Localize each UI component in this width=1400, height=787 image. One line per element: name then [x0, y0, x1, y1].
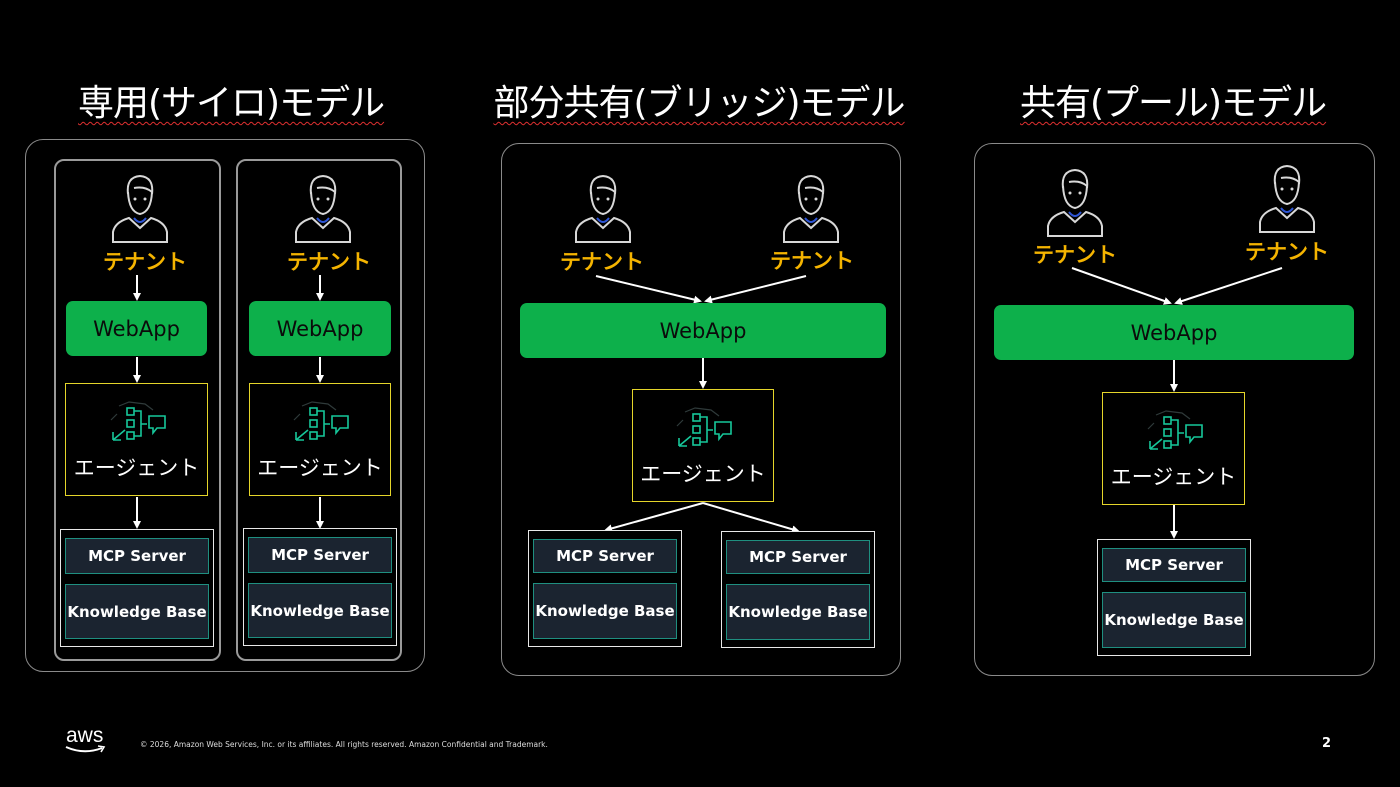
tenant-label: テナント [1245, 240, 1329, 264]
agent-label: エージェント [1110, 465, 1237, 489]
knowledge-base-box: Knowledge Base [1102, 592, 1246, 648]
agent-box: エージェント [632, 389, 774, 502]
tenant-person-icon [783, 174, 839, 243]
webapp-box: WebApp [994, 305, 1354, 360]
copyright-text: © 2026, Amazon Web Services, Inc. or its… [140, 740, 548, 749]
title-pool: 共有(プール)モデル [1020, 83, 1327, 124]
knowledge-base-box: Knowledge Base [533, 583, 677, 639]
tenant-label: テナント [770, 249, 854, 273]
tenant-person-icon [295, 174, 351, 243]
mcp-server-box: MCP Server [726, 540, 870, 574]
aws-smile-icon [65, 745, 106, 753]
knowledge-base-box: Knowledge Base [65, 584, 209, 639]
title-silo: 専用(サイロ)モデル [78, 83, 385, 124]
resource-stack: MCP Server Knowledge Base [528, 530, 682, 647]
silo-tenant-1-frame [54, 159, 221, 661]
agent-label: エージェント [640, 462, 766, 486]
agent-box: エージェント [249, 383, 391, 496]
panel-silo [25, 139, 425, 672]
tenant-label: テナント [1033, 243, 1117, 267]
title-bridge: 部分共有(ブリッジ)モデル [493, 83, 905, 124]
tenant-person-icon [1259, 164, 1315, 233]
aws-logo: aws [65, 724, 106, 753]
agent-icon [110, 401, 166, 441]
resource-stack: MCP Server Knowledge Base [60, 529, 214, 647]
resource-stack: MCP Server Knowledge Base [243, 528, 397, 646]
tenant-person-icon [112, 174, 168, 243]
agent-label: エージェント [257, 456, 383, 480]
webapp-box: WebApp [249, 301, 391, 356]
tenant-label: テナント [287, 250, 371, 274]
tenant-label: テナント [560, 250, 644, 274]
mcp-server-box: MCP Server [1102, 548, 1246, 582]
knowledge-base-box: Knowledge Base [726, 584, 870, 640]
panel-bridge [501, 143, 901, 676]
panel-pool [974, 143, 1375, 676]
mcp-server-box: MCP Server [533, 539, 677, 573]
mcp-server-box: MCP Server [65, 538, 209, 574]
mcp-server-box: MCP Server [248, 537, 392, 573]
tenant-person-icon [1047, 168, 1103, 237]
webapp-box: WebApp [520, 303, 886, 358]
agent-box: エージェント [65, 383, 208, 496]
agent-box: エージェント [1102, 392, 1245, 505]
silo-tenant-2-frame [236, 159, 402, 661]
resource-stack: MCP Server Knowledge Base [1097, 539, 1251, 656]
agent-icon [293, 401, 349, 441]
agent-icon [1147, 410, 1203, 450]
resource-stack: MCP Server Knowledge Base [721, 531, 875, 648]
webapp-box: WebApp [66, 301, 207, 356]
agent-icon [676, 407, 732, 447]
knowledge-base-box: Knowledge Base [248, 583, 392, 638]
agent-label: エージェント [73, 456, 200, 480]
tenant-person-icon [575, 174, 631, 243]
tenant-label: テナント [103, 250, 187, 274]
page-number: 2 [1322, 736, 1332, 751]
